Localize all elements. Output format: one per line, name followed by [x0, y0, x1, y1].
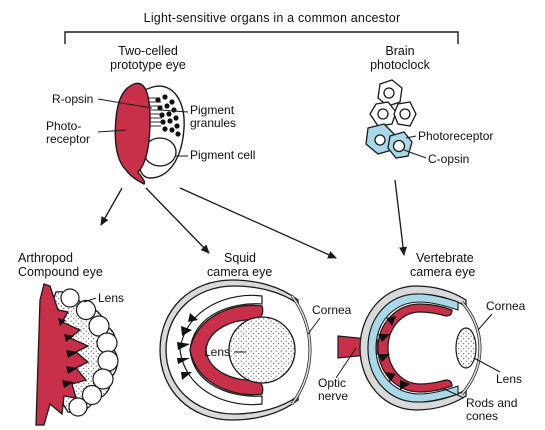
arthropod-heading-line1: Arthropod	[18, 251, 73, 265]
arthropod-facet-lenses	[60, 288, 119, 417]
rods-cones-label-line1: Rods and	[466, 396, 517, 410]
squid-cornea-leader	[307, 317, 321, 335]
arthropod-lens-label: Lens	[98, 291, 124, 305]
arthropod-rhabdom-tips	[58, 318, 78, 388]
vertebrate-retina	[377, 303, 453, 393]
pigment-granules-leader	[159, 109, 189, 113]
rods-cones-label-line2: cones	[466, 409, 498, 423]
brain-photoreceptor-label: Photoreceptor	[418, 129, 493, 143]
prototype-heading-line2: prototype eye	[110, 58, 186, 72]
vertebrate-photoreceptor-tips	[378, 316, 410, 390]
photoreceptor-leader	[97, 129, 127, 133]
arrow-to-vertebrate-cross	[179, 187, 337, 259]
vertebrate-cornea-leader	[477, 313, 493, 331]
pigment-granules-label-line1: Pigment	[190, 103, 235, 117]
brain-photoclock-cells	[365, 79, 417, 159]
arrow-to-squid	[145, 187, 210, 254]
two-celled-prototype-eye	[114, 82, 185, 185]
arthropod-lens-leader	[83, 297, 97, 303]
common-ancestor-bracket	[64, 31, 459, 44]
c-opsin-label: C-opsin	[428, 152, 469, 166]
vertebrate-lens-leader	[473, 357, 501, 373]
squid-camera-eye	[159, 279, 312, 421]
photoreceptor-label-line1: Photo-	[46, 119, 81, 133]
r-opsin-microvilli	[148, 97, 162, 127]
squid-heading-line1: Squid	[224, 251, 256, 265]
squid-cornea-label: Cornea	[312, 303, 352, 317]
optic-nerve-label-line1: Optic	[318, 376, 346, 390]
evolution-arrows	[100, 179, 408, 259]
photoreceptor-label-line2: receptor	[46, 132, 90, 146]
squid-lens	[228, 316, 296, 384]
prototype-heading-line1: Two-celled	[118, 44, 178, 58]
brain-heading-line1: Brain	[385, 44, 414, 58]
c-opsin-leader	[403, 149, 427, 159]
vertebrate-lens	[455, 327, 477, 369]
vertebrate-heading-line2: camera eye	[410, 265, 475, 279]
vertebrate-lens-label: Lens	[496, 372, 522, 386]
vertebrate-camera-eye	[337, 285, 482, 411]
squid-heading-line2: camera eye	[207, 265, 272, 279]
squid-photoreceptor-tips	[177, 313, 198, 380]
optic-nerve-leader	[335, 347, 357, 379]
arthropod-heading-line2: Compound eye	[18, 265, 103, 279]
rods-cones-leader	[441, 387, 465, 399]
pigment-granules-label-line2: granules	[190, 116, 236, 130]
squid-lens-label: Lens	[204, 345, 230, 359]
arrow-to-arthropod	[100, 187, 123, 226]
vertebrate-heading-line1: Vertebrate	[416, 251, 474, 265]
pigment-cell-label: Pigment cell	[190, 148, 255, 162]
r-opsin-leader	[97, 98, 153, 109]
arthropod-compound-eye	[35, 283, 119, 426]
arrow-to-vertebrate	[394, 179, 408, 256]
squid-sclera	[159, 279, 299, 421]
brain-heading-line2: photoclock	[370, 58, 431, 72]
photoreceptor-cell	[114, 82, 151, 185]
r-opsin-label: R-opsin	[52, 92, 93, 106]
brain-photoreceptor-leader	[405, 135, 417, 139]
optic-nerve-label-line2: nerve	[318, 389, 348, 403]
vertebrate-cornea-label: Cornea	[486, 299, 526, 313]
diagram-title: Light-sensitive organs in a common ances…	[144, 11, 401, 25]
